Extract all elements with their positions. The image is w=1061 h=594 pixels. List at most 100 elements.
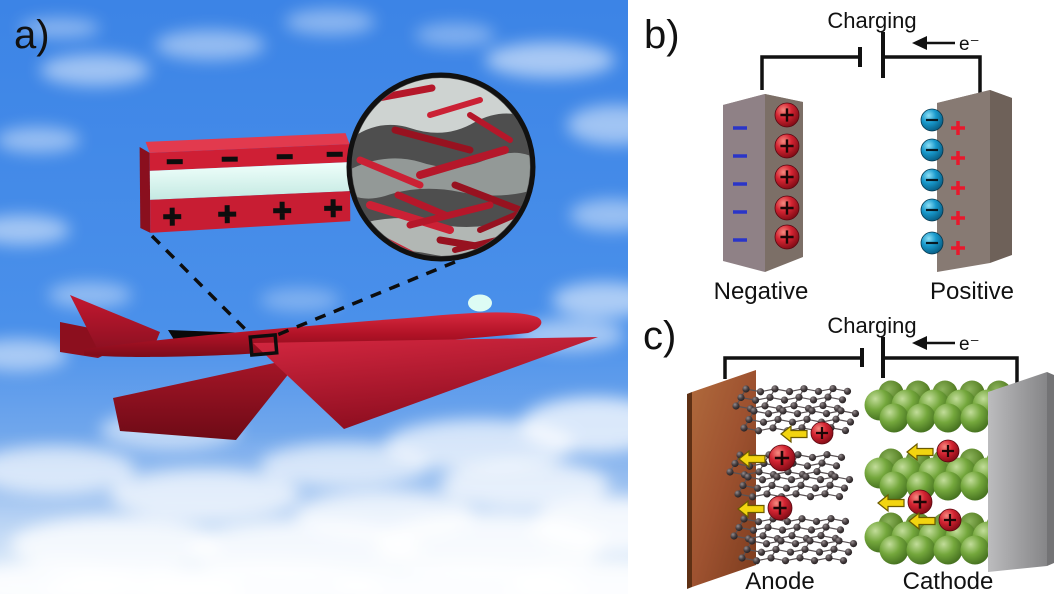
carbon-atom-icon (835, 537, 843, 545)
cations-at-negative-electrode (774, 102, 800, 250)
carbon-atom-icon (832, 462, 841, 470)
carbon-atom-icon (832, 415, 840, 423)
electron-arrow-head (912, 336, 927, 350)
graphene-sheet (738, 537, 858, 565)
carbon-atom-icon (829, 384, 837, 393)
collector-plate-gray (988, 372, 1047, 572)
cathode-particle-icon (960, 471, 990, 501)
plus-sign-icon (273, 201, 292, 220)
carbon-atom-icon (814, 387, 823, 396)
charging-circuit: e⁻ (760, 32, 982, 98)
carbon-atom-icon (819, 401, 827, 410)
graphene-sheet (730, 515, 850, 543)
carbon-atom-icon (793, 410, 802, 418)
carbon-atom-icon (762, 540, 771, 548)
carbon-atom-icon (773, 473, 781, 481)
lithium-ions-leaving-cathode (877, 439, 962, 532)
carbon-atom-icon (730, 532, 738, 540)
carbon-atom-icon (802, 473, 810, 481)
cathode-label: Cathode (903, 568, 994, 594)
block-top-face (145, 133, 350, 153)
cloud (415, 23, 495, 47)
cloud (552, 282, 628, 318)
carbon-atom-icon (764, 410, 773, 418)
cloud (48, 282, 132, 308)
carbon-nanotube-rod (416, 146, 509, 179)
carbon-atom-icon (759, 418, 768, 426)
block-dielectric-layer (149, 162, 351, 200)
carbon-nanotube-rod (427, 97, 483, 118)
cloud-haze (0, 430, 628, 594)
carbon-atom-icon (771, 385, 779, 393)
carbon-atom-icon (742, 385, 750, 393)
carbon-atom-icon (795, 393, 803, 401)
plus-sign-icon (780, 108, 794, 122)
carbon-atom-icon (849, 539, 858, 548)
plus-sign-icon (780, 139, 794, 153)
carbon-atom-icon (835, 492, 844, 501)
dashed-connector-right (276, 260, 456, 337)
carbon-nanotube-rod (356, 156, 424, 189)
cloud (0, 339, 68, 371)
carbon-atom-icon (815, 548, 824, 556)
lithium-ions-entering-anode (737, 421, 834, 521)
electron-arrow-head (912, 36, 927, 50)
carbon-atom-icon (830, 545, 838, 553)
graphene-sheet (732, 384, 852, 413)
panel-c-battery-charging: c) Charging e⁻ Anode Cathode (643, 313, 1054, 594)
carbon-nanotube-rod (394, 191, 449, 219)
cloud (485, 42, 615, 78)
positive-plate-charges (951, 121, 965, 255)
carbon-atom-icon (788, 418, 797, 426)
cloud (567, 105, 628, 145)
block-left-face (139, 146, 151, 233)
inset-content (352, 78, 530, 256)
carbon-atom-icon (781, 557, 790, 565)
panel-b-supercapacitor-charging: b) Charging e⁻ Negative Positive (644, 8, 1014, 305)
cloud (0, 215, 70, 245)
carbon-atom-icon (808, 407, 816, 415)
anions-at-positive-electrode (920, 108, 944, 255)
carbon-atom-icon (750, 407, 758, 415)
carbon-atom-icon (763, 490, 771, 498)
carbon-atom-icon (786, 548, 795, 556)
cathode-particle-icon (879, 535, 909, 565)
cloud (155, 30, 265, 60)
carbon-atom-icon (767, 554, 775, 562)
circuit-wire-left (760, 55, 860, 90)
carbon-atom-icon (758, 476, 767, 484)
plus-sign-icon (773, 501, 787, 515)
cloud (0, 127, 80, 153)
carbon-atom-icon (823, 451, 831, 459)
carbon-atom-icon (812, 517, 821, 526)
carbon-atom-icon (748, 493, 757, 501)
cloud (260, 288, 340, 312)
plus-sign-icon (951, 241, 965, 255)
positive-electrode (937, 90, 1012, 272)
carbon-atom-icon (737, 393, 745, 402)
carbon-atom-icon (796, 554, 804, 562)
ion-motion-arrow-icon (877, 493, 905, 513)
circuit-wire-right (883, 55, 982, 98)
carbon-atom-icon (841, 517, 850, 525)
plus-sign-icon (951, 151, 965, 165)
carbon-atom-icon (761, 402, 769, 410)
carbon-atom-icon (810, 557, 819, 565)
carbon-atom-icon (752, 557, 761, 565)
cloud (285, 9, 375, 35)
carbon-atom-icon (787, 476, 796, 484)
carbon-atom-icon (851, 409, 860, 418)
carbon-atom-icon (782, 484, 791, 492)
cloud (20, 18, 100, 38)
negative-plate-charges (733, 126, 747, 242)
carbon-atom-icon (726, 468, 734, 476)
carbon-atom-icon (822, 410, 831, 418)
plus-sign-icon (163, 207, 182, 226)
carbon-atom-icon (754, 427, 763, 435)
plus-sign-icon (780, 230, 794, 244)
ion-motion-arrow-icon (908, 511, 936, 531)
panel-a-structural-battery-aircraft: a) (0, 0, 628, 594)
electron-label: e⁻ (959, 34, 980, 55)
carbon-atom-icon (757, 548, 766, 556)
carbon-atom-icon (779, 407, 787, 415)
